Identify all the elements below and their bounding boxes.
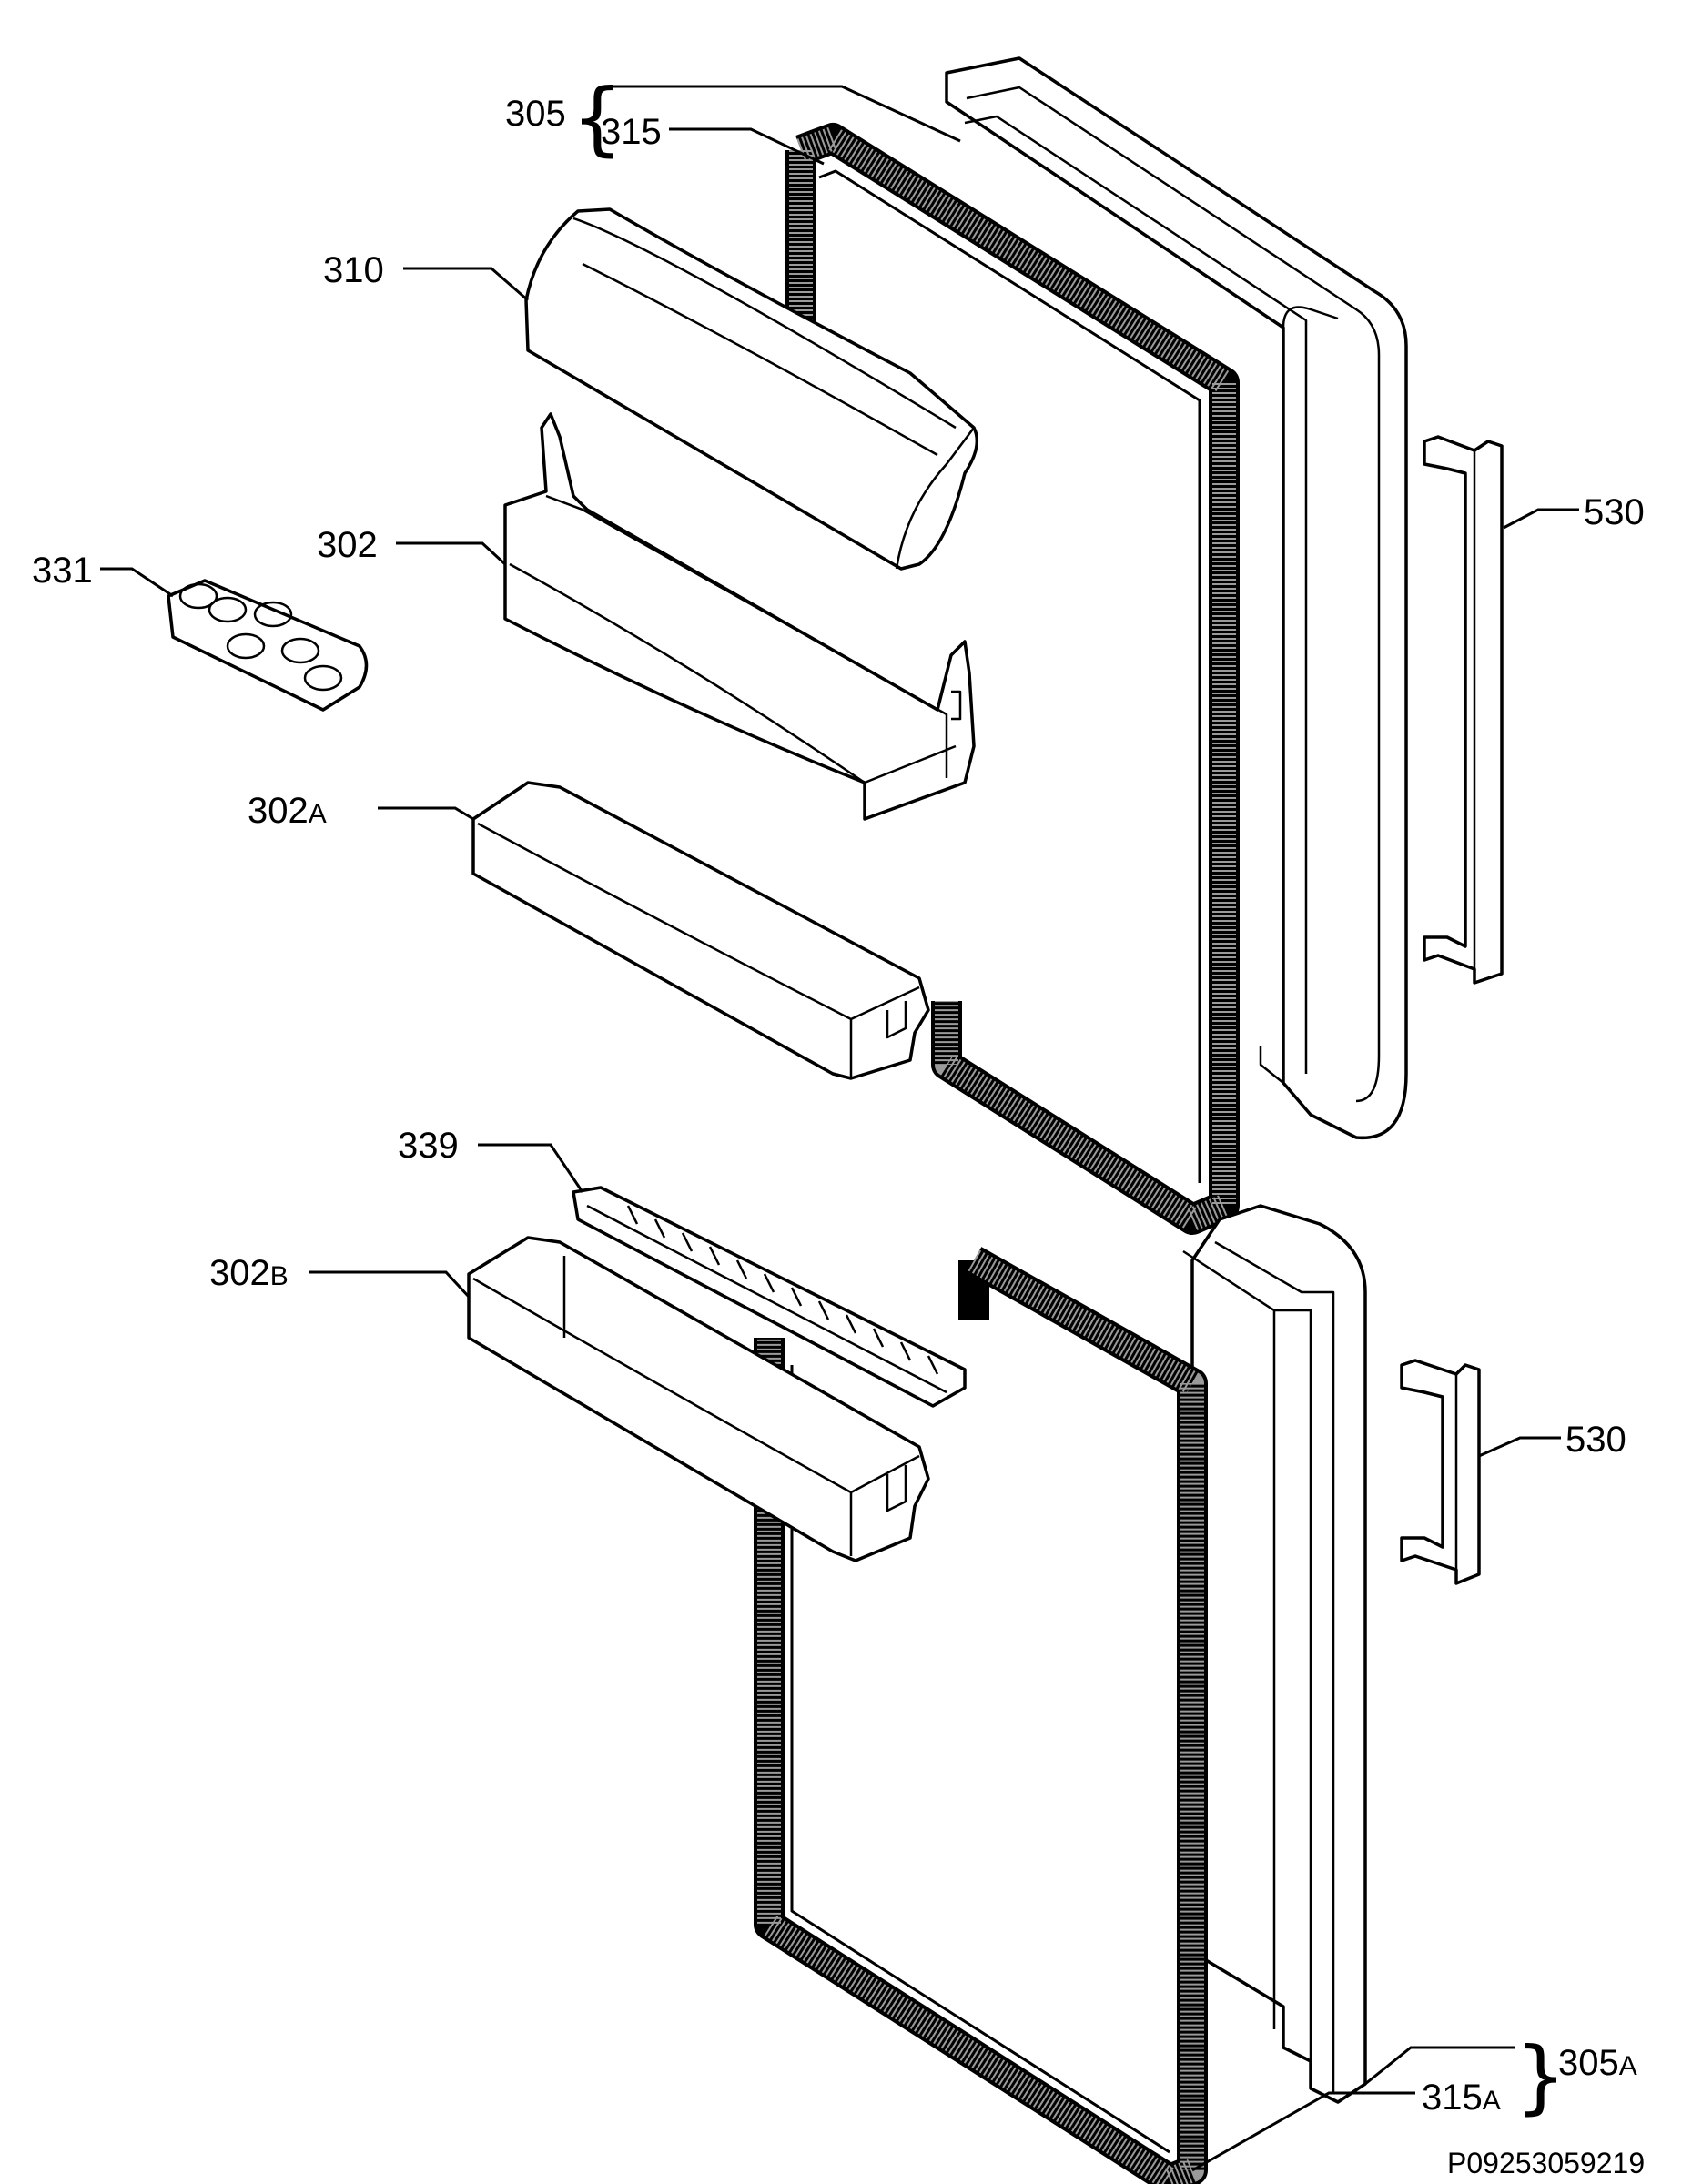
label-302b: 302B: [209, 1253, 289, 1293]
door-shelf-302b: [467, 1236, 930, 1562]
label-315a: 315A: [1422, 2078, 1501, 2118]
bottle-rack: [572, 1186, 967, 1408]
bottle-rack-slots: [626, 1205, 939, 1375]
label-339: 339: [398, 1126, 459, 1166]
brace-305: {: [572, 71, 623, 165]
upper-door-panel: [945, 56, 1408, 1139]
egg-tray: [167, 579, 369, 712]
brace-305a: }: [1515, 2029, 1566, 2123]
label-305: 305: [505, 94, 566, 134]
leader-lines: [100, 85, 1579, 2172]
door-handle-bottom: [1400, 1359, 1481, 1585]
door-shelf-302: [503, 412, 976, 821]
label-305a: 305A: [1558, 2043, 1637, 2083]
label-530-bottom: 530: [1565, 1420, 1626, 1460]
label-310: 310: [323, 250, 384, 290]
label-302: 302: [317, 525, 378, 565]
lower-door-panel: [1182, 1204, 1367, 2104]
dairy-lid: [524, 207, 979, 571]
egg-cups: [178, 582, 343, 692]
door-handle-top: [1423, 435, 1504, 985]
label-530-top: 530: [1584, 492, 1645, 532]
label-331: 331: [32, 551, 93, 591]
label-315: 315: [601, 112, 662, 152]
part-labels: 305 { 315 310 302 331 302A 339 302B 530 …: [32, 71, 1645, 2179]
drawing-code: P09253059219: [1447, 2147, 1645, 2179]
label-302a: 302A: [248, 791, 327, 831]
door-shelf-302a: [471, 781, 930, 1080]
